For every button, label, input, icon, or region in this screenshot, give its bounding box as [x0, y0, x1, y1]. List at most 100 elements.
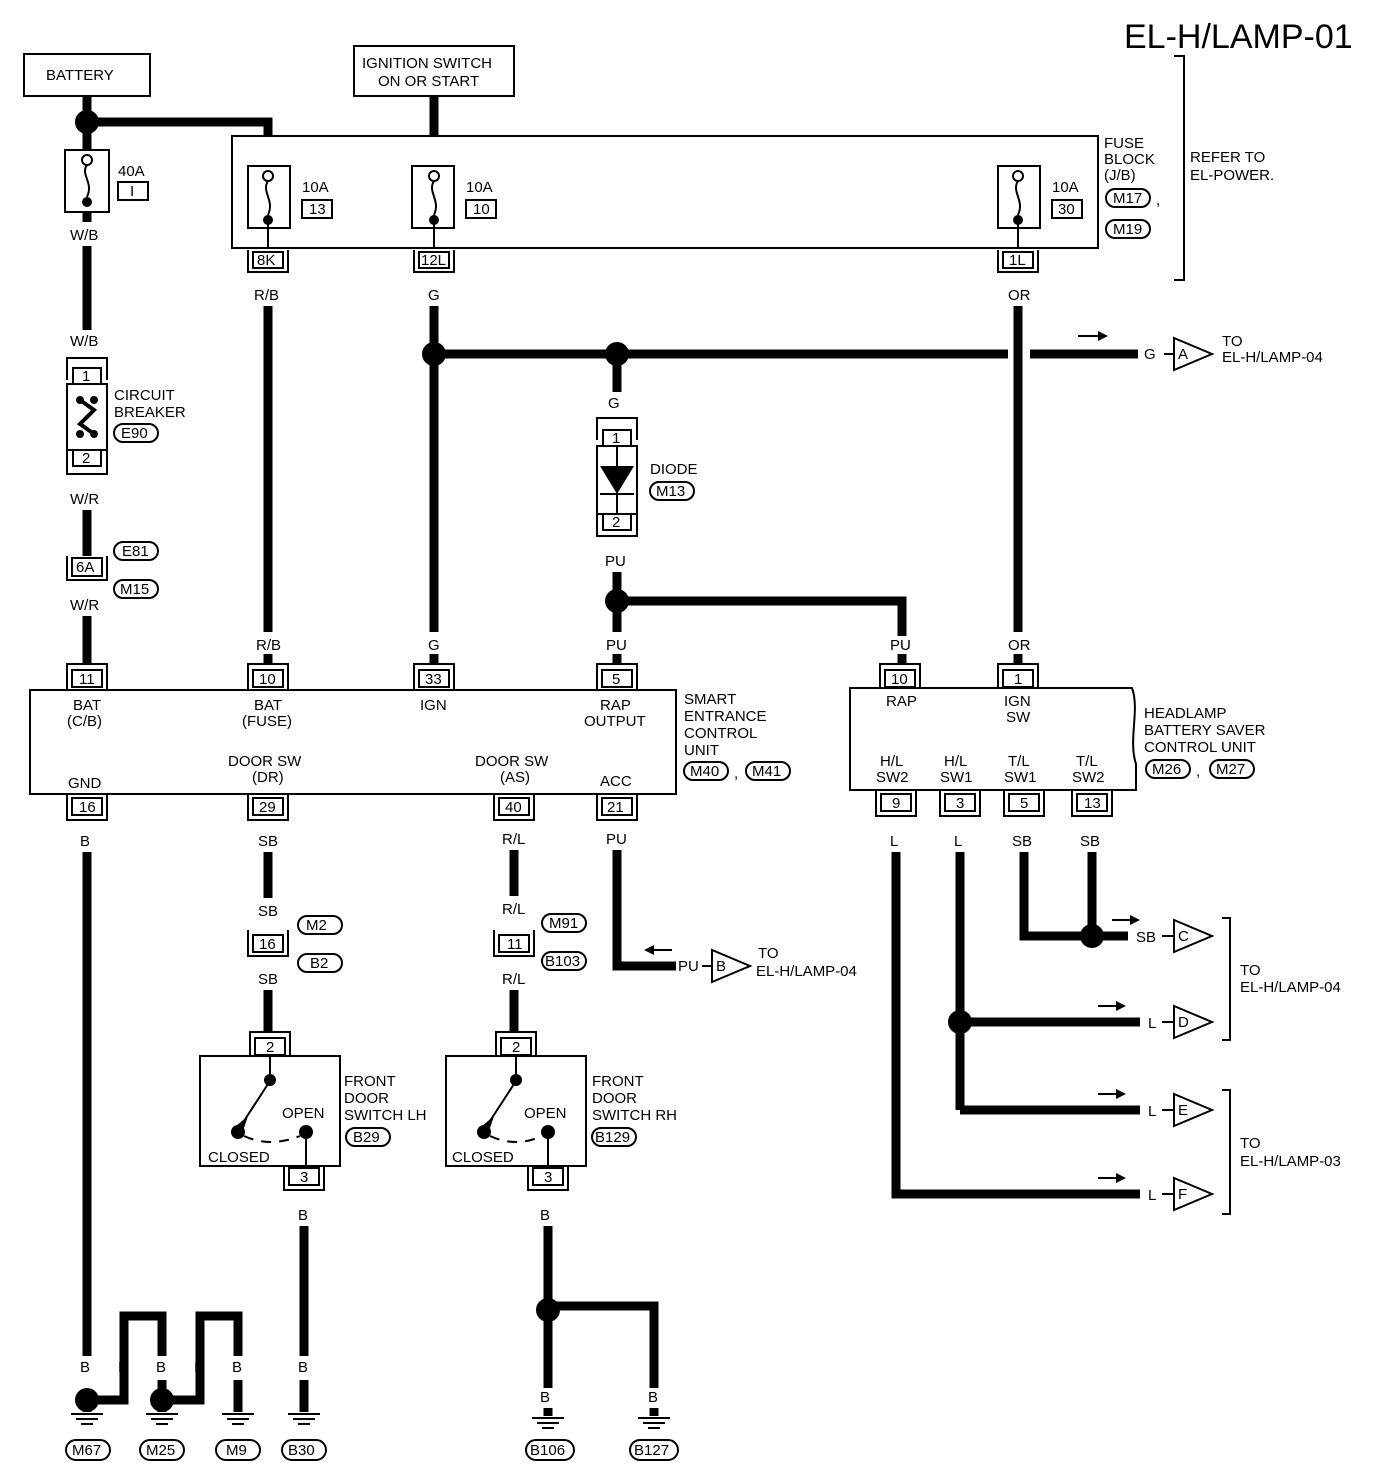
svg-text:(FUSE): (FUSE): [242, 713, 292, 730]
svg-text:PU: PU: [606, 637, 627, 654]
svg-text:OR: OR: [1008, 637, 1031, 654]
svg-text:B: B: [298, 1359, 308, 1376]
svg-text:M13: M13: [656, 483, 685, 500]
svg-text:30: 30: [1058, 201, 1075, 218]
svg-text:SWITCH LH: SWITCH LH: [344, 1107, 427, 1124]
svg-text:33: 33: [425, 671, 442, 688]
front-door-switch-lh: 2 OPEN CLOSED 3: [199, 1031, 341, 1191]
svg-text:11: 11: [507, 936, 523, 953]
svg-text:21: 21: [607, 799, 624, 816]
svg-text:10: 10: [473, 201, 490, 218]
svg-text:40A: 40A: [118, 163, 145, 180]
ignition-switch: IGNITION SWITCH ON OR START: [353, 45, 515, 97]
svg-text:TO: TO: [1240, 962, 1261, 979]
svg-text:W/R: W/R: [70, 491, 99, 508]
svg-text:OPEN: OPEN: [524, 1105, 567, 1122]
svg-text:L: L: [1148, 1015, 1156, 1032]
svg-text:BATTERY SAVER: BATTERY SAVER: [1144, 722, 1266, 739]
arrow-f: L F: [1098, 1173, 1215, 1212]
svg-text:R/L: R/L: [502, 901, 525, 918]
svg-text:2: 2: [82, 450, 90, 467]
fb-terminals: 8K 12L 1L: [247, 250, 1039, 273]
svg-text:5: 5: [1020, 795, 1028, 812]
svg-text:GND: GND: [68, 775, 102, 792]
svg-text:16: 16: [79, 799, 96, 816]
svg-text:SWITCH RH: SWITCH RH: [592, 1107, 677, 1124]
svg-text:M26: M26: [1152, 761, 1181, 778]
svg-text:IGNITION SWITCH: IGNITION SWITCH: [362, 55, 492, 72]
svg-text:10: 10: [891, 671, 908, 688]
svg-text:SMART: SMART: [684, 691, 736, 708]
ground-b127: B127: [634, 1442, 669, 1459]
ground-b30: B30: [288, 1442, 315, 1459]
smart-entrance-control-unit: 11 10 33 5 BAT (C/B) BAT (FUSE) IGN RAP …: [29, 663, 677, 821]
front-door-switch-rh: 2 OPEN CLOSED 3: [445, 1031, 587, 1191]
svg-text:F: F: [1178, 1186, 1187, 1203]
svg-text:T/L: T/L: [1076, 753, 1098, 770]
svg-text:1: 1: [1014, 671, 1022, 688]
svg-text:SB: SB: [258, 903, 278, 920]
svg-text:M40: M40: [690, 763, 719, 780]
svg-text:B: B: [156, 1359, 166, 1376]
svg-text:B129: B129: [595, 1129, 630, 1146]
svg-text:C: C: [1178, 928, 1189, 945]
svg-text:10A: 10A: [466, 179, 493, 196]
svg-text:M41: M41: [752, 763, 781, 780]
svg-text:RAP: RAP: [886, 693, 917, 710]
svg-text:UNIT: UNIT: [684, 742, 719, 759]
svg-text:EL-H/LAMP-04: EL-H/LAMP-04: [1222, 349, 1323, 366]
svg-text:R/B: R/B: [256, 637, 281, 654]
svg-text:FRONT: FRONT: [592, 1073, 644, 1090]
svg-text:B: B: [232, 1359, 242, 1376]
svg-text:EL-POWER.: EL-POWER.: [1190, 167, 1274, 184]
svg-text:G: G: [1144, 346, 1156, 363]
svg-text:,: ,: [734, 765, 738, 782]
svg-text:SW: SW: [1006, 709, 1031, 726]
svg-text:M91: M91: [549, 915, 578, 932]
svg-text:3: 3: [956, 795, 964, 812]
svg-text:G: G: [428, 287, 440, 304]
svg-text:DOOR: DOOR: [344, 1090, 389, 1107]
circuit-breaker: 1 2 CIRCUIT BREAKER E90: [66, 357, 186, 475]
svg-text:R/L: R/L: [502, 831, 525, 848]
svg-text:BLOCK: BLOCK: [1104, 151, 1155, 168]
svg-text:(C/B): (C/B): [67, 713, 102, 730]
ground-symbols: [71, 1413, 670, 1429]
svg-text:B103: B103: [545, 953, 580, 970]
svg-text:SB: SB: [1080, 833, 1100, 850]
svg-text:BAT: BAT: [254, 697, 282, 714]
svg-text:B: B: [540, 1389, 550, 1406]
arrow-e: L E: [1098, 1089, 1215, 1128]
svg-text:11: 11: [79, 671, 95, 688]
svg-text:TO: TO: [1222, 333, 1243, 350]
svg-text:2: 2: [266, 1039, 274, 1056]
svg-text:CIRCUIT: CIRCUIT: [114, 387, 175, 404]
arrow-d: L D: [1098, 1001, 1215, 1040]
svg-text:A: A: [1178, 346, 1188, 363]
battery: BATTERY: [23, 53, 151, 97]
svg-text:CLOSED: CLOSED: [452, 1149, 514, 1166]
svg-text:IGN: IGN: [1004, 693, 1031, 710]
svg-text:DOOR SW: DOOR SW: [228, 753, 302, 770]
svg-text:D: D: [1178, 1014, 1189, 1031]
svg-text:L: L: [954, 833, 962, 850]
svg-text:L: L: [1148, 1187, 1156, 1204]
svg-text:(J/B): (J/B): [1104, 167, 1136, 184]
svg-text:R/B: R/B: [254, 287, 279, 304]
svg-text:G: G: [428, 637, 440, 654]
svg-text:DOOR: DOOR: [592, 1090, 637, 1107]
svg-text:2: 2: [512, 1039, 520, 1056]
joint-6a: 6A E81 M15: [66, 541, 159, 599]
svg-text:EL-H/LAMP-04: EL-H/LAMP-04: [756, 963, 857, 980]
svg-text:1: 1: [82, 368, 90, 385]
svg-text:SW1: SW1: [1004, 769, 1037, 786]
svg-text:FUSE: FUSE: [1104, 135, 1144, 152]
headlamp-battery-saver-control-unit: 10 1 RAP IGN SW H/L SW2 H/L SW1 T/L SW1 …: [849, 663, 1137, 817]
ground-m67: M67: [72, 1442, 101, 1459]
svg-text:T/L: T/L: [1008, 753, 1030, 770]
svg-text:W/B: W/B: [70, 333, 98, 350]
svg-text:BREAKER: BREAKER: [114, 404, 186, 421]
svg-text:IGN: IGN: [420, 697, 447, 714]
